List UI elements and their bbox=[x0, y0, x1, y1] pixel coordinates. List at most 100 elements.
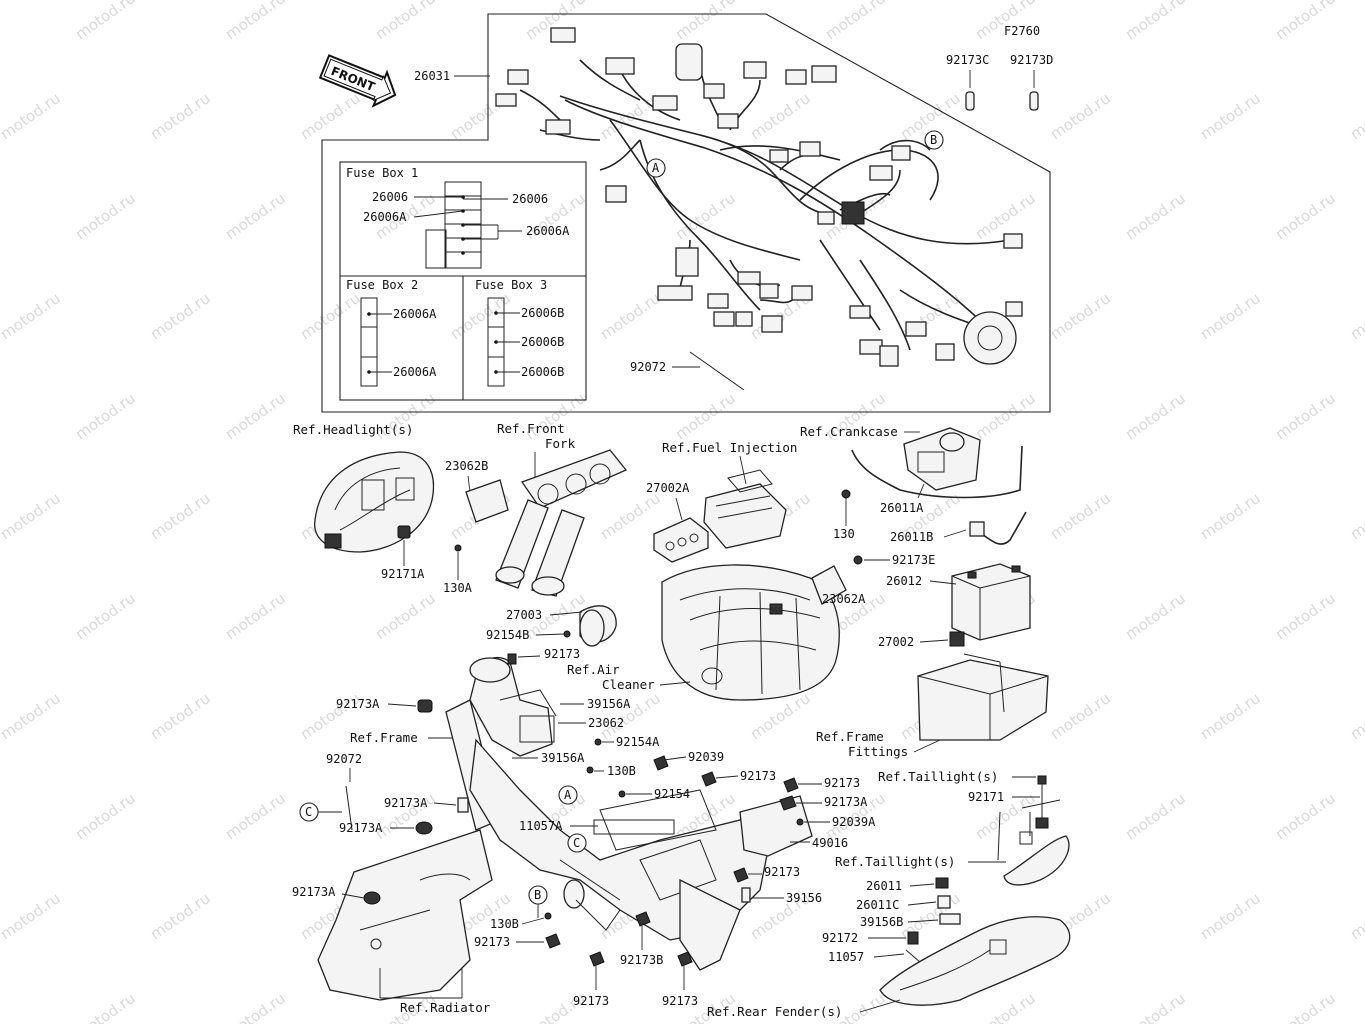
grommet-92173a bbox=[415, 821, 433, 835]
watermark-text: motod.ru bbox=[1272, 989, 1339, 1024]
part-92173a-d: 92173A bbox=[292, 885, 336, 899]
part-27002: 27002 bbox=[878, 635, 914, 649]
pin-92173d-label: 92173D bbox=[1010, 53, 1053, 67]
part-27003: 27003 bbox=[506, 608, 542, 622]
watermark-text: motod.ru bbox=[1347, 89, 1365, 143]
ref-front-fork-line2: Fork bbox=[545, 436, 576, 451]
part-39156a-bottom: 39156A bbox=[541, 751, 585, 765]
watermark-text: motod.ru bbox=[822, 0, 889, 43]
watermark-text: motod.ru bbox=[372, 589, 439, 643]
watermark-text: motod.ru bbox=[1047, 289, 1114, 343]
fuse-box-panel: Fuse Box 1 26006 26006A 26006 26006A Fus… bbox=[339, 161, 587, 401]
part-23062: 23062 bbox=[588, 716, 624, 730]
front-fork-assembly bbox=[495, 449, 628, 597]
watermark-text: motod.ru bbox=[1272, 789, 1339, 843]
part-92173-r1: 92173 bbox=[824, 776, 860, 790]
part-92173e: 92173E bbox=[892, 553, 935, 567]
watermark-text: motod.ru bbox=[297, 289, 364, 343]
fuse-label-26006a-a: 26006A bbox=[363, 210, 407, 224]
ref-frame: Ref.Frame bbox=[350, 730, 418, 745]
ref-frame-fittings-line2: Fittings bbox=[848, 744, 908, 759]
watermark-text: motod.ru bbox=[1122, 789, 1189, 843]
part-27002a: 27002A bbox=[646, 481, 690, 495]
bracket-23062b bbox=[465, 479, 509, 523]
part-92173a-b: 92173A bbox=[384, 796, 428, 810]
watermark-text: motod.ru bbox=[1197, 89, 1264, 143]
harness-tie-label: 92072 bbox=[630, 360, 666, 374]
part-92173-b1: 92173 bbox=[474, 935, 510, 949]
watermark-text: motod.ru bbox=[1122, 189, 1189, 243]
watermark-text: motod.ru bbox=[297, 89, 364, 143]
pin-92173d bbox=[1029, 91, 1039, 111]
bolt-92172 bbox=[907, 931, 919, 945]
part-92173a-e: 92173A bbox=[824, 795, 868, 809]
marker-b-harness bbox=[924, 130, 944, 150]
part-92072-b: 92072 bbox=[326, 752, 362, 766]
bolt-92171a bbox=[397, 525, 411, 539]
part-23062a: 23062A bbox=[822, 592, 866, 606]
harness-frame bbox=[321, 13, 1051, 413]
ecu-module bbox=[703, 469, 787, 549]
watermark-text: motod.ru bbox=[0, 889, 64, 943]
watermark-text: motod.ru bbox=[147, 289, 214, 343]
watermark-text: motod.ru bbox=[0, 89, 64, 143]
relay-27002a bbox=[653, 517, 709, 563]
part-92154: 92154 bbox=[654, 787, 690, 801]
watermark-text: motod.ru bbox=[222, 589, 289, 643]
part-130b-top: 130B bbox=[607, 764, 636, 778]
ref-air-cleaner-line1: Ref.Air bbox=[567, 662, 620, 677]
watermark-text: motod.ru bbox=[747, 89, 814, 143]
watermark-text: motod.ru bbox=[597, 289, 664, 343]
part-92039: 92039 bbox=[688, 750, 724, 764]
part-92173-mid: 92173 bbox=[740, 769, 776, 783]
clip-26011 bbox=[935, 877, 949, 889]
watermark-text: motod.ru bbox=[222, 789, 289, 843]
watermark-text: motod.ru bbox=[972, 989, 1039, 1024]
watermark-text: motod.ru bbox=[1047, 489, 1114, 543]
watermark-text: motod.ru bbox=[147, 889, 214, 943]
part-92173-r2: 92173 bbox=[764, 865, 800, 879]
marker-a-frame bbox=[558, 785, 578, 805]
fuse-box-2-diagram bbox=[360, 297, 392, 387]
fuse-label-26006a-b: 26006A bbox=[526, 224, 570, 238]
air-cleaner-box bbox=[661, 564, 840, 701]
watermark-text: motod.ru bbox=[1197, 289, 1264, 343]
clip-39156b bbox=[939, 913, 961, 925]
watermark-text: motod.ru bbox=[0, 689, 64, 743]
part-92154b: 92154B bbox=[486, 628, 529, 642]
fuse-label-2-bottom: 26006A bbox=[393, 365, 437, 379]
part-130: 130 bbox=[833, 527, 855, 541]
watermark-text: motod.ru bbox=[222, 0, 289, 43]
cable-tie-92072 bbox=[345, 785, 353, 831]
part-92172: 92172 bbox=[822, 931, 858, 945]
fuse-box-3-diagram bbox=[487, 297, 520, 387]
ref-taillight-1: Ref.Taillight(s) bbox=[878, 769, 998, 784]
watermark-text: motod.ru bbox=[672, 189, 739, 243]
part-92173a-c: 92173A bbox=[339, 821, 383, 835]
watermark-text: motod.ru bbox=[1272, 589, 1339, 643]
part-130b-bottom: 130B bbox=[490, 917, 519, 931]
watermark-text: motod.ru bbox=[147, 689, 214, 743]
rear-fender bbox=[879, 916, 1071, 1006]
watermark-text: motod.ru bbox=[1122, 589, 1189, 643]
watermark-text: motod.ru bbox=[0, 489, 64, 543]
marker-a-harness-label: A bbox=[652, 161, 660, 175]
watermark-text: motod.ru bbox=[147, 489, 214, 543]
part-92173-fork: 92173 bbox=[544, 647, 580, 661]
part-39156b: 39156B bbox=[860, 915, 903, 929]
cable-tie bbox=[689, 351, 745, 391]
part-26011: 26011 bbox=[866, 879, 902, 893]
starter-motor bbox=[903, 427, 981, 491]
watermark-text: motod.ru bbox=[72, 989, 139, 1024]
marker-b-frame-label: B bbox=[534, 888, 541, 902]
cover-49016 bbox=[739, 795, 813, 857]
pin-92173c-label: 92173C bbox=[946, 53, 989, 67]
taillight-assembly bbox=[997, 811, 1070, 886]
watermark-text: motod.ru bbox=[222, 989, 289, 1024]
relay-27002 bbox=[949, 631, 965, 647]
watermark-text: motod.ru bbox=[1347, 889, 1365, 943]
watermark-text: motod.ru bbox=[72, 0, 139, 43]
watermark-text: motod.ru bbox=[222, 389, 289, 443]
watermark-text: motod.ru bbox=[72, 389, 139, 443]
fuse-box-1-diagram bbox=[413, 181, 522, 269]
